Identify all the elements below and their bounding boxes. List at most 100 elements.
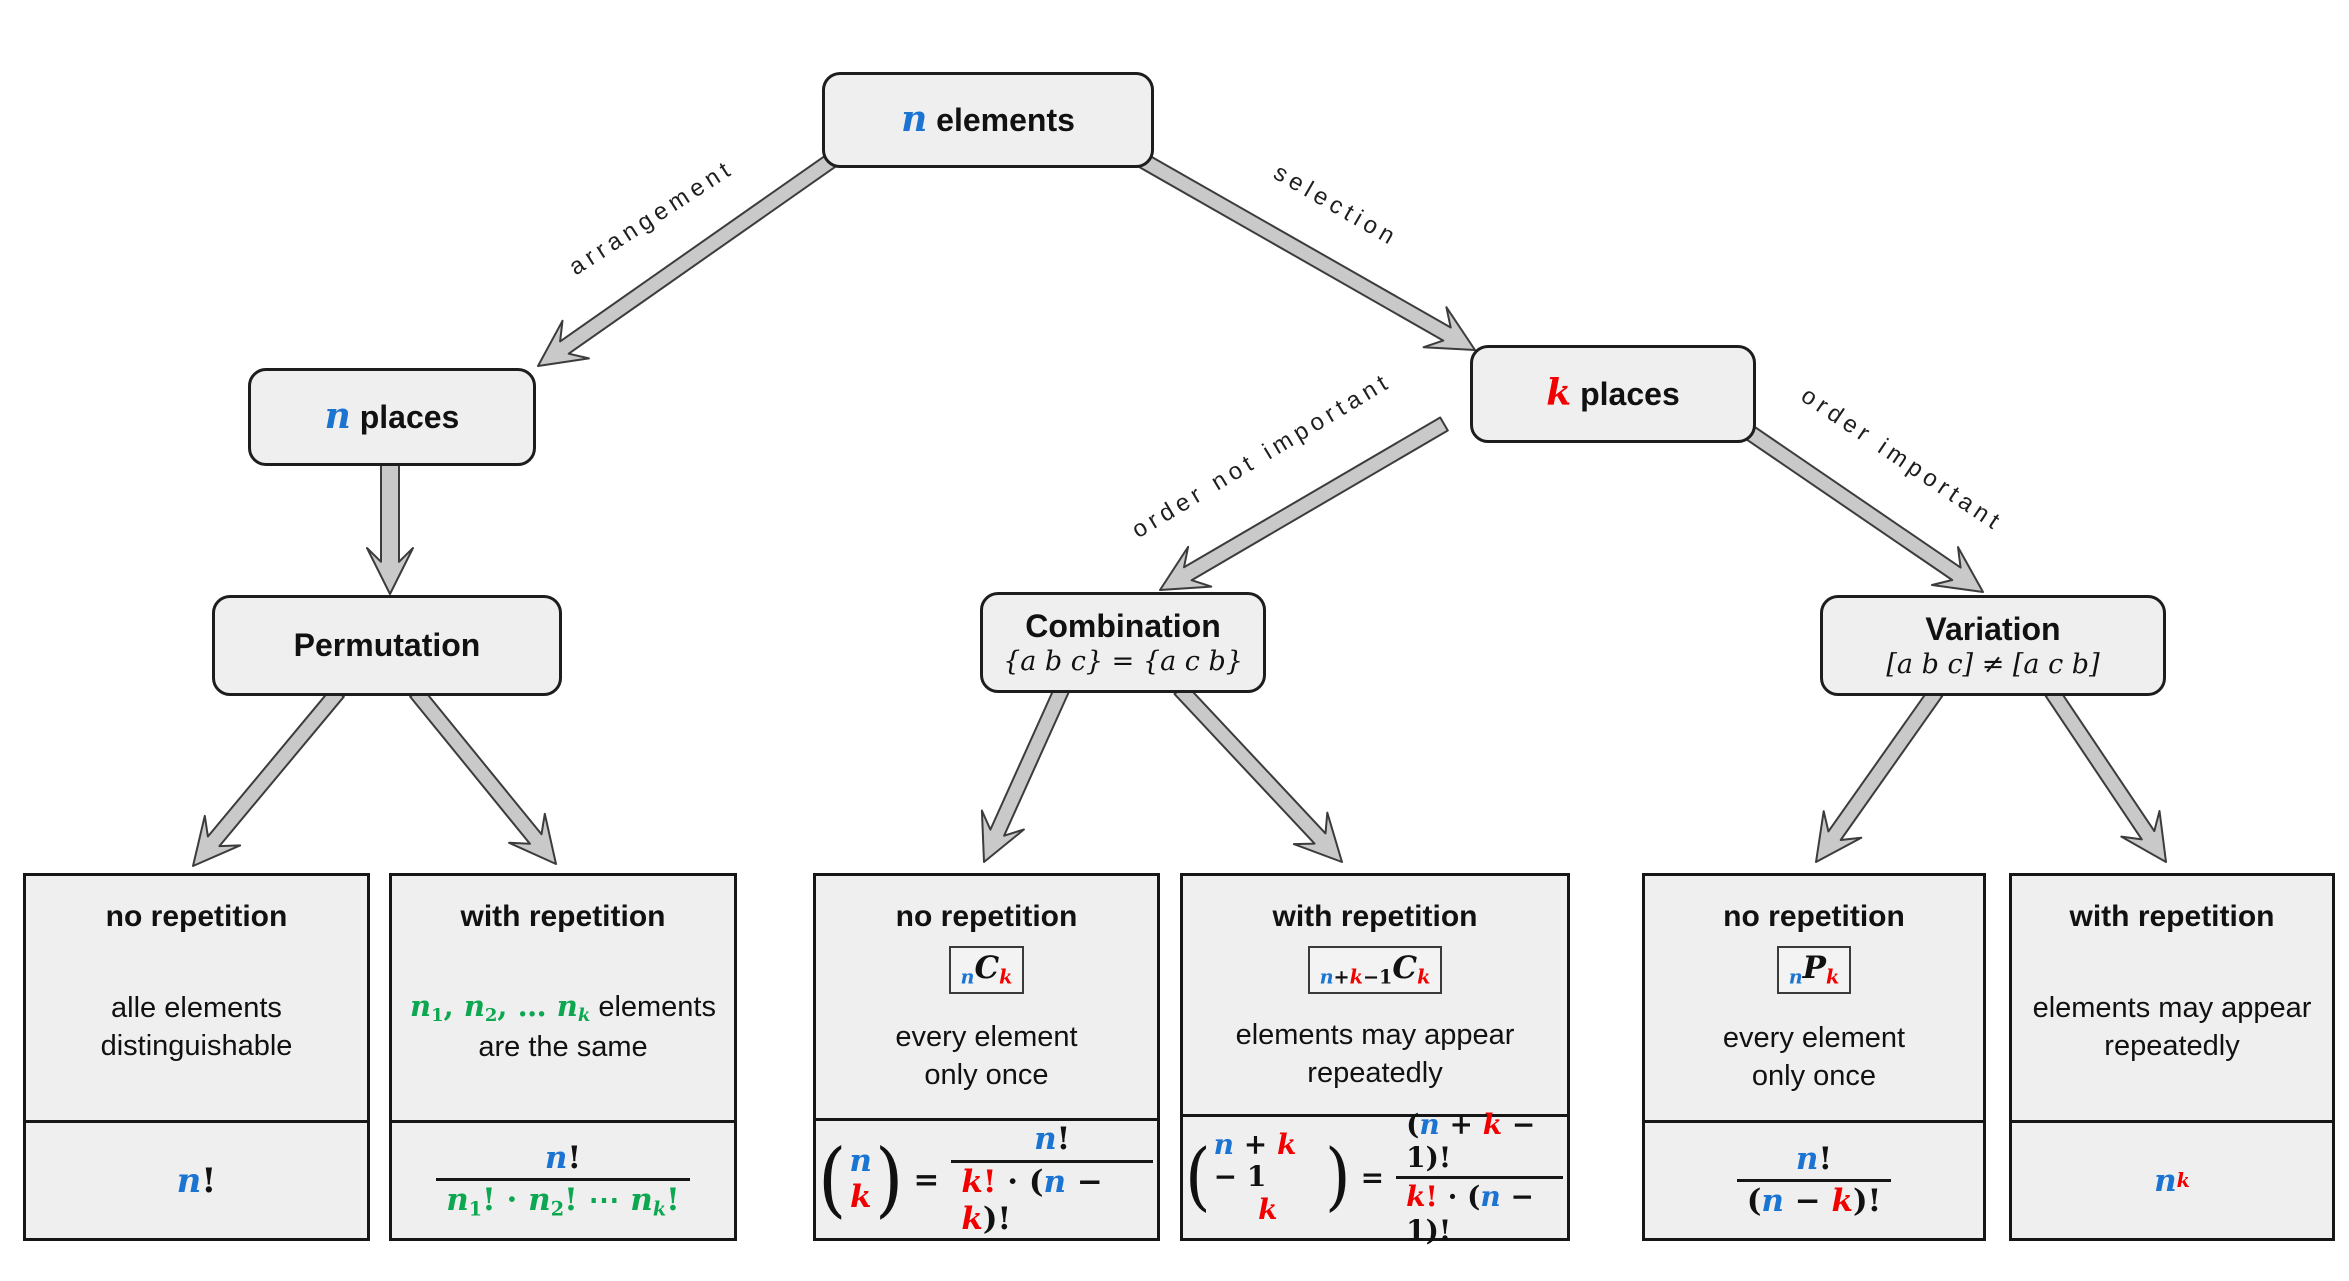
leaf-description: every element only once bbox=[1723, 994, 1905, 1120]
description-line: only once bbox=[1752, 1057, 1876, 1095]
math-part: − 1)! bbox=[1406, 1107, 1536, 1175]
math-part: {a b c} = {a c b} bbox=[1003, 646, 1243, 678]
math-part: elements bbox=[927, 102, 1075, 139]
description-line: only once bbox=[924, 1056, 1048, 1094]
math-part: n bbox=[544, 1140, 568, 1177]
math-part: n bbox=[556, 989, 578, 1024]
math-part: )! bbox=[982, 1200, 1012, 1237]
leaf-formula: n! bbox=[26, 1120, 367, 1238]
arrow-permutation-left bbox=[192, 686, 345, 867]
math-part: ! bbox=[201, 1160, 217, 1201]
math-part: P bbox=[1802, 950, 1826, 986]
math-part: 2 bbox=[550, 1197, 565, 1221]
math-part: k bbox=[961, 1200, 983, 1237]
math-part: , bbox=[443, 989, 464, 1024]
arrow-order-not-important bbox=[1159, 416, 1449, 591]
leaf-combination-with-repetition: with repetition n+k−1Ck elements may app… bbox=[1180, 873, 1570, 1247]
description-line: repeatedly bbox=[1307, 1054, 1442, 1092]
math-part: n bbox=[1795, 1140, 1819, 1177]
math-part: ( bbox=[1746, 1183, 1762, 1219]
badge-row: nPk bbox=[1776, 946, 1852, 995]
math-part: + bbox=[1439, 1107, 1483, 1141]
node-permutation-title: Permutation bbox=[293, 627, 481, 664]
math-part: n bbox=[1761, 1183, 1784, 1219]
fraction: n!(n − k)! bbox=[1736, 1140, 1892, 1220]
math-part: + bbox=[1333, 965, 1350, 989]
math-part: n bbox=[1480, 1180, 1501, 1213]
math-part: C bbox=[974, 950, 1000, 986]
math-part: k bbox=[999, 965, 1013, 989]
math-part: n bbox=[324, 395, 351, 438]
math-part: − 1 bbox=[1213, 1160, 1267, 1194]
math-part: = bbox=[1360, 1161, 1385, 1194]
math-part: repeatedly bbox=[2104, 1030, 2240, 1062]
math-part: k bbox=[577, 1005, 591, 1027]
math-part: , … bbox=[497, 989, 557, 1024]
math-part: every element bbox=[1722, 1021, 1906, 1054]
notation-badge-nCk: nCk bbox=[948, 946, 1025, 995]
math-part: − bbox=[1066, 1163, 1103, 1200]
math-part: n bbox=[1213, 1128, 1235, 1162]
description-line: alle elements bbox=[111, 989, 282, 1027]
fraction: n!k! · (n − k)! bbox=[951, 1121, 1153, 1238]
math-part: k bbox=[2176, 1169, 2190, 1192]
math-part: every element bbox=[895, 1021, 1078, 1054]
arrow-arrangement bbox=[537, 152, 838, 367]
leaf-title: with repetition bbox=[460, 900, 666, 933]
math-part: elements bbox=[590, 991, 716, 1024]
arrow-variation-left bbox=[1815, 686, 1944, 863]
leaf-formula: n!n1! · n2! ⋯ nk! bbox=[392, 1120, 734, 1238]
math-part: ! ⋯ bbox=[564, 1182, 631, 1219]
math-part: ( bbox=[1406, 1107, 1420, 1141]
node-n-places-label: n places bbox=[325, 396, 460, 437]
math-part: n bbox=[176, 1160, 202, 1201]
math-part: k bbox=[1417, 965, 1431, 989]
math-part: n bbox=[1419, 1107, 1440, 1141]
badge-row: nCk bbox=[948, 946, 1025, 995]
description-line: are the same bbox=[478, 1028, 647, 1066]
description-line: repeatedly bbox=[2104, 1027, 2239, 1065]
math-part: n bbox=[1788, 965, 1803, 989]
description-line: distinguishable bbox=[101, 1027, 293, 1065]
math-part: k bbox=[1406, 1180, 1426, 1213]
arrow-selection bbox=[1137, 152, 1476, 351]
math-part: repeatedly bbox=[1307, 1057, 1443, 1090]
math-part: k bbox=[652, 1197, 667, 1221]
badge-row: n+k−1Ck bbox=[1307, 946, 1443, 995]
node-k-places-label: k places bbox=[1546, 373, 1679, 414]
fraction: (n + k − 1)!k! · (n − 1)! bbox=[1396, 1108, 1563, 1247]
math-part: n bbox=[901, 98, 928, 141]
math-part: k bbox=[849, 1178, 872, 1215]
description-line: every element bbox=[895, 1018, 1077, 1056]
math-part: n bbox=[849, 1143, 872, 1180]
math-part: n bbox=[1319, 965, 1334, 989]
arrow-permutation-right bbox=[409, 686, 557, 865]
leaf-title: with repetition bbox=[1272, 900, 1478, 933]
description-line: every element bbox=[1723, 1019, 1905, 1057]
math-part: n bbox=[630, 1182, 653, 1219]
math-part: only once bbox=[1751, 1060, 1877, 1093]
math-part: ! bbox=[982, 1163, 997, 1200]
math-part: ! bbox=[1425, 1180, 1438, 1213]
notation-badge-n+k-1Ck: n+k−1Ck bbox=[1307, 946, 1443, 995]
math-part: ! bbox=[567, 1140, 582, 1177]
node-n-elements-label: n elements bbox=[901, 99, 1075, 140]
math-part: 1 bbox=[468, 1197, 483, 1221]
leaf-title: no repetition bbox=[105, 900, 288, 933]
math-part: k bbox=[1258, 1192, 1278, 1226]
math-part: are the same bbox=[478, 1031, 648, 1064]
math-part: ! bbox=[666, 1182, 680, 1219]
description-line: elements may appear bbox=[2033, 989, 2312, 1027]
math-part: elements may appear bbox=[1235, 1018, 1515, 1051]
